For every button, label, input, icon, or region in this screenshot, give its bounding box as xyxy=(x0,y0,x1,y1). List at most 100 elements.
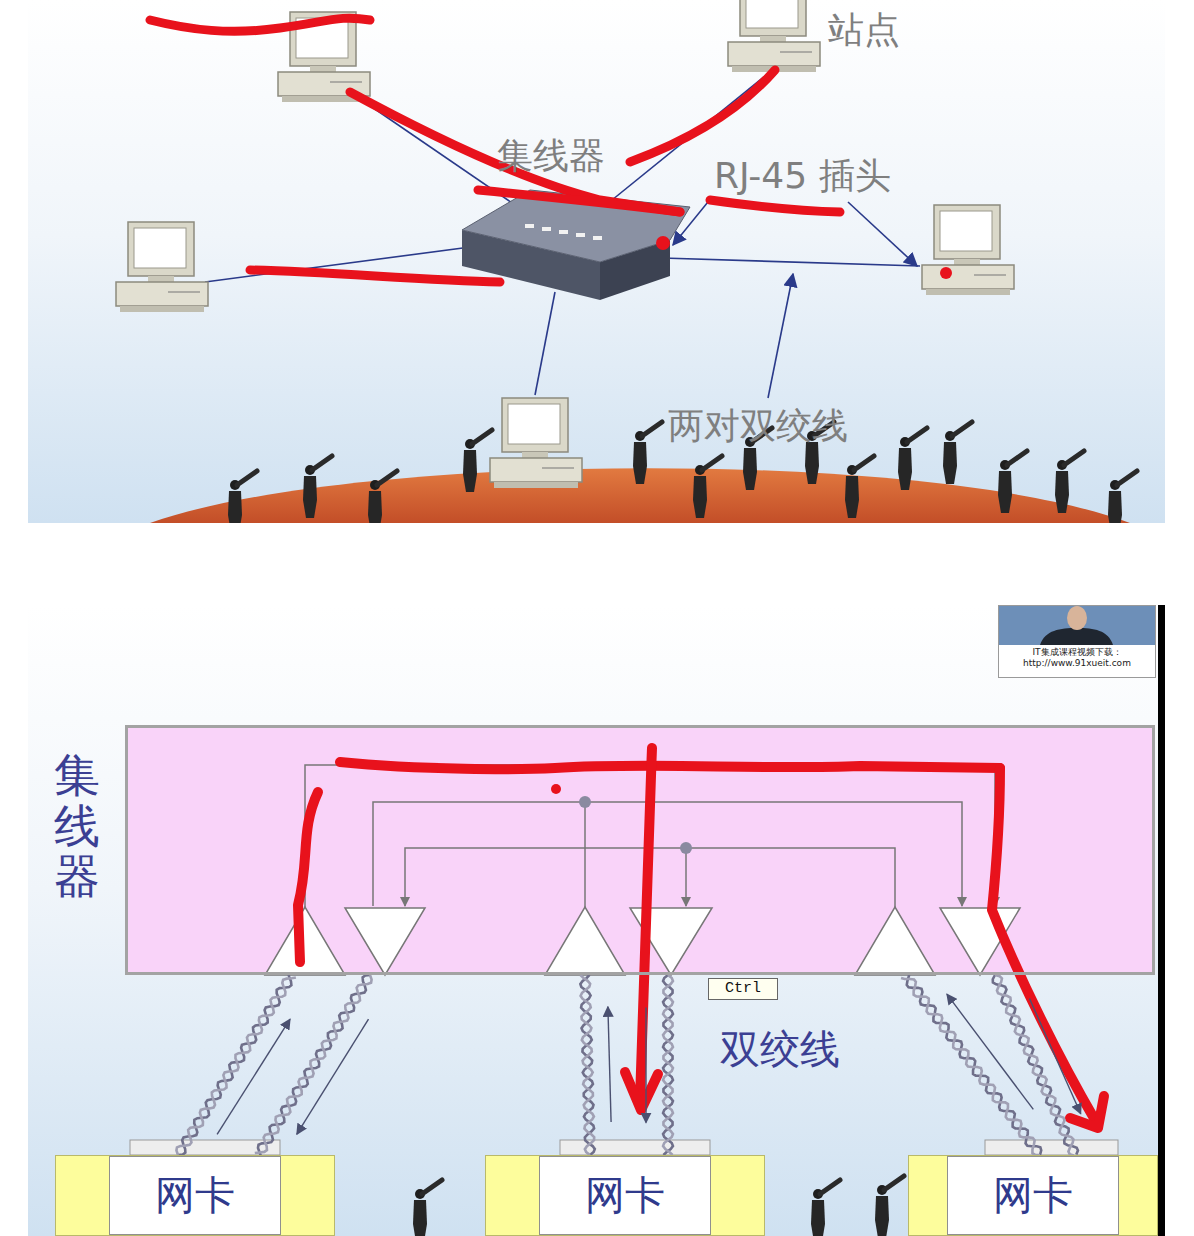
red-mark xyxy=(250,270,500,282)
transmit-amplifier xyxy=(345,908,425,975)
photo-face xyxy=(1067,606,1087,630)
pair-strand xyxy=(580,975,594,1155)
photo-suit xyxy=(1040,628,1113,645)
person xyxy=(898,428,927,490)
red-dot xyxy=(551,784,561,794)
pair-strand xyxy=(663,975,673,1155)
nic-plugs xyxy=(130,1140,1118,1155)
presenter-photo xyxy=(998,605,1156,678)
box-text: 网卡 xyxy=(947,1156,1119,1235)
junction-dot xyxy=(579,796,591,808)
plug xyxy=(985,1140,1118,1155)
leader-line xyxy=(673,197,712,245)
box-heading: 集线器 xyxy=(54,750,100,902)
bus-line xyxy=(373,802,962,906)
person xyxy=(413,1180,442,1236)
pair-strand xyxy=(663,975,673,1155)
person xyxy=(368,471,397,523)
red-mark xyxy=(340,762,1000,769)
twisted-pair xyxy=(993,975,1081,1156)
red-mark xyxy=(710,200,840,212)
red-mark xyxy=(478,190,680,212)
pair-strand xyxy=(580,975,594,1155)
hub-led xyxy=(559,230,568,234)
box-text: IT集成课程视频下载： xyxy=(1001,647,1153,658)
video-thumbnail: IT集成课程视频下载：http://www.91xueit.com xyxy=(998,605,1156,678)
hub-led xyxy=(593,236,602,240)
signal-arrow xyxy=(1030,998,1081,1113)
station-label: 站点 xyxy=(828,6,900,55)
person xyxy=(943,422,972,484)
photo-sky xyxy=(998,605,1156,645)
computer xyxy=(116,222,208,312)
nic-box: 网卡 xyxy=(908,1155,1158,1236)
twisted-pair xyxy=(580,975,611,1155)
red-dot xyxy=(940,267,952,279)
person xyxy=(303,456,332,518)
photo-ground xyxy=(998,605,1156,678)
label-anchor: 双绞线 xyxy=(720,1022,840,1077)
red-arrowhead xyxy=(625,1072,658,1110)
screen-edge-bar xyxy=(1158,605,1165,1236)
signal-arrow xyxy=(608,1007,611,1122)
hub-face xyxy=(462,190,690,262)
junction-dot xyxy=(680,842,692,854)
red-mark xyxy=(298,792,318,962)
person xyxy=(693,456,722,518)
pair-strand xyxy=(255,975,372,1153)
person xyxy=(463,430,492,492)
person xyxy=(845,456,874,518)
receive-amplifier xyxy=(855,907,935,975)
red-mark xyxy=(992,768,1095,1120)
person xyxy=(633,422,662,484)
person xyxy=(1108,471,1137,523)
hub-led xyxy=(525,224,534,228)
red-dot xyxy=(656,236,670,250)
leader-line xyxy=(768,274,793,398)
leader-line xyxy=(848,202,917,266)
signal-arrow xyxy=(217,1019,290,1134)
hub-box: 集线器 xyxy=(125,725,1155,975)
red-marks xyxy=(150,18,840,282)
person xyxy=(811,1180,840,1236)
label-anchor: 站点 xyxy=(828,6,900,55)
bus-line xyxy=(584,802,586,907)
bus-line xyxy=(685,848,687,906)
twisted-pair-label: 双绞线 xyxy=(720,1022,840,1077)
sky-ground xyxy=(28,605,1158,1236)
pair-strand xyxy=(901,978,1040,1155)
receive-amplifier xyxy=(545,907,625,975)
person xyxy=(228,471,257,523)
twisted-pair xyxy=(255,975,372,1157)
person xyxy=(875,1176,904,1236)
cable xyxy=(662,258,920,266)
box-text: Ctrl xyxy=(709,979,777,999)
person xyxy=(1055,451,1084,513)
cable xyxy=(535,292,555,395)
hub-led xyxy=(542,227,551,231)
edges xyxy=(176,972,1080,1157)
person xyxy=(998,451,1027,513)
red-mark xyxy=(350,92,680,212)
sky-ground xyxy=(28,0,1165,523)
computer xyxy=(490,398,582,488)
top-panel xyxy=(28,0,1165,523)
computer xyxy=(728,0,820,72)
red-mark xyxy=(630,70,775,162)
signal-arrow xyxy=(297,1019,369,1134)
twisted-pair xyxy=(901,972,1041,1155)
plug xyxy=(560,1140,710,1155)
computer xyxy=(922,205,1014,295)
hub-label: 集线器 xyxy=(497,132,605,181)
receive-amplifier xyxy=(265,907,345,975)
pair-strand xyxy=(995,975,1074,1156)
red-mark xyxy=(150,18,370,31)
box-text: http://www.91xueit.com xyxy=(1001,658,1153,669)
nic-box: 网卡 xyxy=(485,1155,765,1236)
cables xyxy=(205,72,920,395)
